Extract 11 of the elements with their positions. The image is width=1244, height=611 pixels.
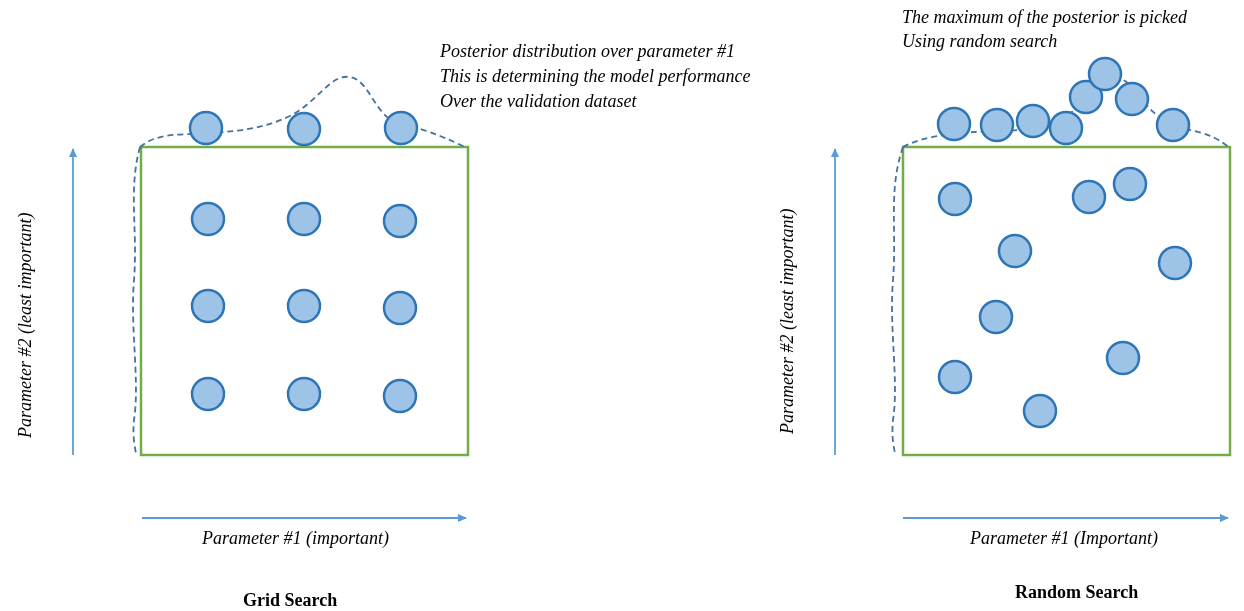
panel-title: Random Search — [1015, 581, 1139, 603]
annotation-text: This is determining the model performance — [440, 65, 751, 87]
axis-label: Parameter #1 (important) — [202, 527, 389, 549]
annotation-text: Using random search — [902, 30, 1058, 52]
annotation-text: Over the validation dataset — [440, 90, 637, 112]
panel-title: Grid Search — [243, 589, 338, 611]
axis-label: Parameter #1 (Important) — [970, 527, 1158, 549]
annotation-text: The maximum of the posterior is picked — [902, 6, 1187, 28]
annotation-text: Posterior distribution over parameter #1 — [440, 40, 735, 62]
axis-label: Parameter #2 (least important) — [14, 212, 36, 438]
axis-label: Parameter #2 (least important) — [776, 208, 798, 434]
